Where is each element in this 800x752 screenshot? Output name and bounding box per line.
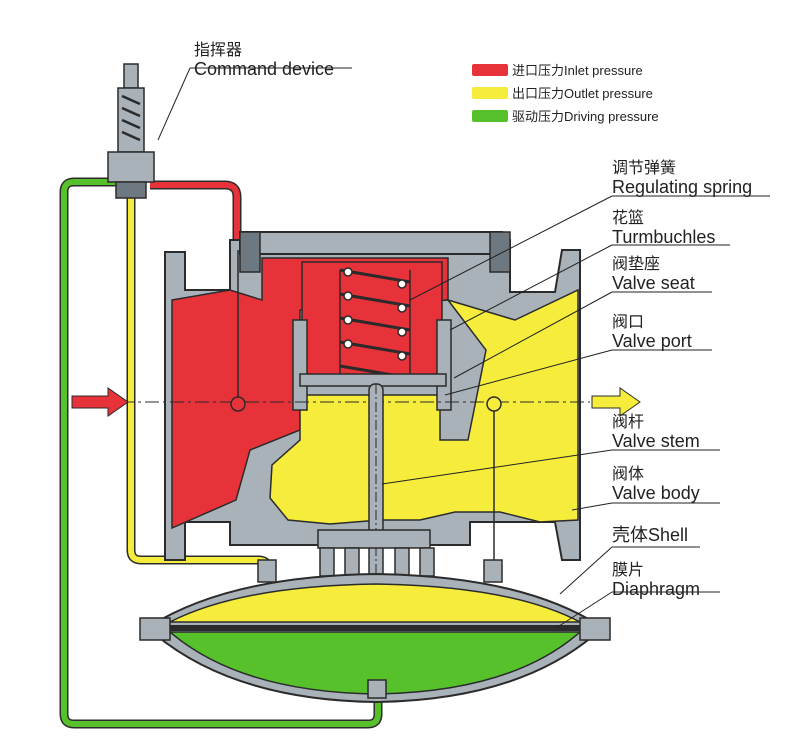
legend-item-driving: 驱动压力Driving pressure [472,104,659,127]
label-valve-seat-cn: 阀垫座 [612,256,661,273]
label-command-device-en: Command device [194,59,335,79]
spring-housing [301,261,443,381]
command-device [107,63,155,199]
legend-swatch-outlet [472,86,508,99]
label-valve-stem-cn: 阀杆 [612,414,645,431]
turnbuckle-left [292,319,308,411]
label-diaphragm: 膜片 Diaphragm [612,562,700,598]
label-turnbuckles: 花篮 Turmbuchles [612,210,715,246]
label-valve-body-en: Valve body [612,483,700,503]
label-command-device: 指挥器 Command device [194,42,334,78]
legend-label-outlet: 出口压力Outlet pressure [512,86,653,101]
legend-swatch-inlet [472,63,508,76]
label-valve-port-en: Valve port [612,331,692,351]
label-turnbuckles-en: Turmbuchles [612,227,716,247]
turnbuckle-right [436,319,452,411]
label-turnbuckles-cn: 花篮 [612,210,645,227]
label-regulating-spring-en: Regulating spring [612,177,753,197]
label-shell-text: 壳体Shell [612,525,689,545]
label-regulating-spring: 调节弹簧 Regulating spring [612,160,752,196]
label-valve-seat: 阀垫座 Valve seat [612,256,695,292]
label-valve-stem-en: Valve stem [612,431,700,451]
inlet-pressure-line [150,180,242,250]
legend-label-driving: 驱动压力Driving pressure [512,109,659,124]
regulating-spring [339,268,411,380]
flow-out-arrow [591,387,641,417]
label-diaphragm-cn: 膜片 [612,562,645,579]
label-regulating-spring-cn: 调节弹簧 [612,160,677,177]
flow-in-arrow [71,387,129,417]
legend-swatch-driving [472,109,508,122]
legend-label-inlet: 进口压力Inlet pressure [512,63,643,78]
legend: 进口压力Inlet pressure 出口压力Outlet pressure 驱… [472,58,659,127]
label-valve-port: 阀口 Valve port [612,314,692,350]
legend-item-outlet: 出口压力Outlet pressure [472,81,659,104]
label-valve-seat-en: Valve seat [612,273,695,293]
label-valve-port-cn: 阀口 [612,314,645,331]
leader-lines [157,67,770,629]
label-valve-stem: 阀杆 Valve stem [612,414,700,450]
legend-item-inlet: 进口压力Inlet pressure [472,58,659,81]
top-cover [239,231,503,255]
label-valve-body-cn: 阀体 [612,466,645,483]
label-valve-body: 阀体 Valve body [612,466,700,502]
inlet-chamber [171,257,449,530]
label-command-device-cn: 指挥器 [194,42,243,59]
label-shell: 壳体Shell [612,526,688,544]
outlet-chamber [269,288,579,525]
label-diaphragm-en: Diaphragm [612,579,701,599]
